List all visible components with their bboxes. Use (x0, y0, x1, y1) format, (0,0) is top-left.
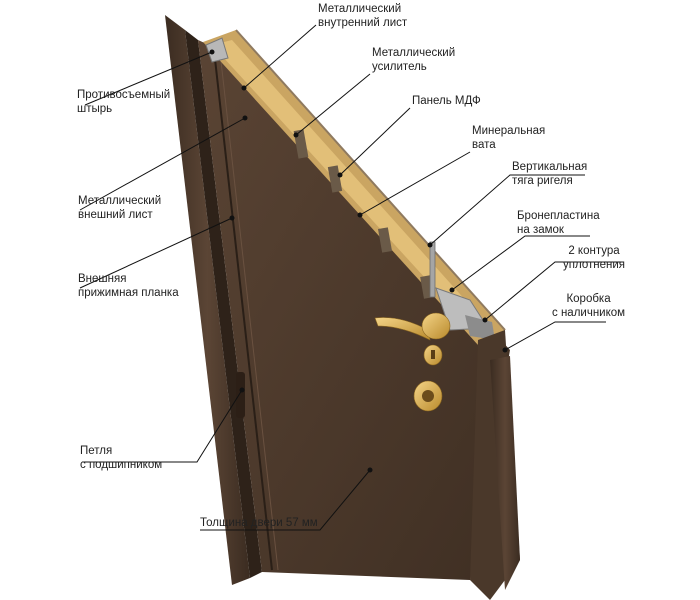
insulation-layer (212, 40, 494, 338)
main-lock (413, 380, 443, 412)
upper-lock (423, 344, 443, 366)
door-handle (374, 312, 451, 341)
door-face (198, 40, 510, 580)
leader-lines (79, 24, 624, 531)
label-mdf-panel: Панель МДФ (412, 95, 481, 107)
anti-removal-pin (205, 37, 229, 63)
vertical-bolt-rod (429, 241, 436, 298)
label-thickness: Толщина двери 57 мм (200, 517, 318, 529)
right-casing (490, 356, 520, 590)
left-frame (165, 15, 250, 585)
outer-strip-groove (213, 49, 273, 571)
left-frame-edge (185, 30, 262, 578)
hinge (236, 372, 245, 418)
leader-dots (209, 49, 508, 473)
